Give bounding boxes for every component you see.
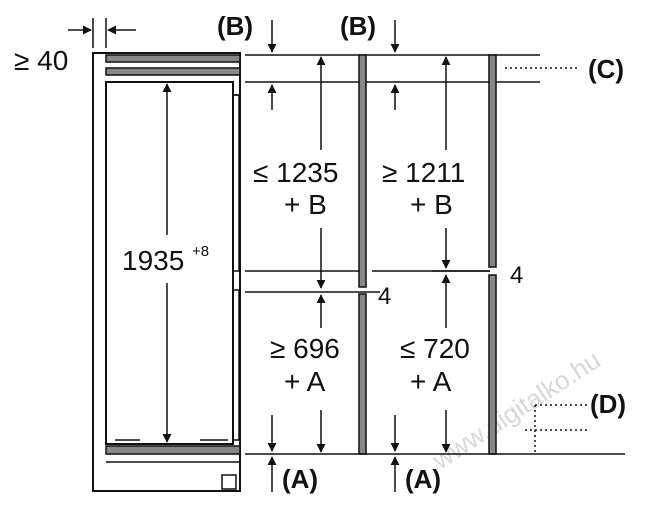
label-b-right: (B) bbox=[340, 11, 376, 41]
upper-left-plus: + B bbox=[284, 189, 327, 220]
niche-left bbox=[245, 54, 372, 455]
gap-left-label: 4 bbox=[378, 283, 391, 310]
label-a-right: (A) bbox=[405, 464, 441, 494]
label-a-left: (A) bbox=[282, 464, 318, 494]
niche-right-arrows bbox=[390, 20, 451, 492]
appliance-outline bbox=[92, 52, 241, 492]
upper-right-plus: + B bbox=[410, 189, 453, 220]
lower-right-plus: + A bbox=[410, 366, 452, 397]
total-height-label: 1935 bbox=[122, 245, 184, 276]
niche-left-arrows bbox=[267, 20, 326, 492]
width-dimension bbox=[68, 18, 136, 48]
d-dotted-box bbox=[525, 404, 590, 454]
gap-right-label: 4 bbox=[510, 262, 523, 289]
lower-left-plus: + A bbox=[284, 366, 326, 397]
width-min-label: ≥ 40 bbox=[14, 45, 68, 76]
total-height-tolerance: +8 bbox=[192, 243, 209, 260]
upper-left-value: ≤ 1235 bbox=[253, 157, 338, 188]
watermark: www.digitalko.hu bbox=[426, 344, 606, 475]
upper-right-value: ≥ 1211 bbox=[382, 157, 465, 188]
label-b-left: (B) bbox=[217, 11, 253, 41]
lower-right-value: ≤ 720 bbox=[400, 333, 470, 364]
label-c: (C) bbox=[588, 54, 624, 84]
niche-right bbox=[360, 54, 625, 455]
label-d: (D) bbox=[590, 389, 626, 419]
lower-left-value: ≥ 696 bbox=[270, 333, 340, 364]
